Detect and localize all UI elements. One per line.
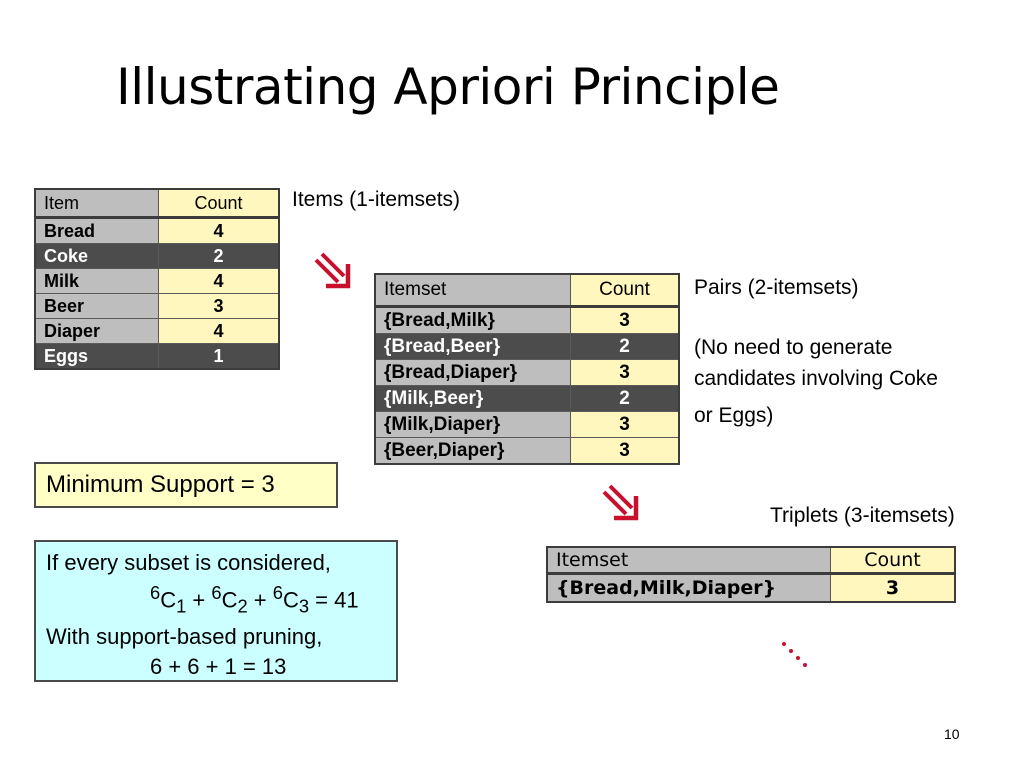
formula-c: C <box>160 587 177 613</box>
itemset-cell: {Milk,Beer} <box>374 385 571 412</box>
formula-n: 6 <box>150 582 161 603</box>
count-cell: 1 <box>158 343 280 370</box>
count-cell: 3 <box>158 293 280 319</box>
table-row: Diaper 4 <box>34 318 280 344</box>
count-cell: 3 <box>570 437 680 465</box>
table-row: {Bread,Diaper} 3 <box>374 359 680 386</box>
arrow-down-right-icon <box>314 252 351 289</box>
items-label: Items (1-itemsets) <box>292 188 461 211</box>
note-line-2: candidates involving Coke <box>694 367 938 390</box>
triplets-label: Triplets (3-itemsets) <box>770 504 955 527</box>
count-cell: 3 <box>830 573 956 603</box>
table-row: {Bread,Milk} 3 <box>374 306 680 334</box>
formula-k2: 2 <box>237 595 248 617</box>
formula-n: 6 <box>211 582 222 603</box>
table-row: Eggs 1 <box>34 343 280 370</box>
table-header: Itemset Count <box>546 546 956 574</box>
header-count: Count <box>570 273 680 307</box>
pairs-label: Pairs (2-itemsets) <box>694 276 859 299</box>
slide-title: Illustrating Apriori Principle <box>116 58 780 116</box>
table-row: {Beer,Diaper} 3 <box>374 437 680 465</box>
count-cell: 2 <box>570 385 680 412</box>
page-number: 10 <box>944 726 960 742</box>
count-cell: 3 <box>570 411 680 438</box>
table-header: Item Count <box>34 188 280 218</box>
table-row: Milk 4 <box>34 268 280 294</box>
pairs-table: Itemset Count {Bread,Milk} 3 {Bread,Beer… <box>374 273 680 465</box>
table-row: Bread 4 <box>34 217 280 244</box>
formula-c: C <box>282 587 299 613</box>
count-cell: 4 <box>158 318 280 344</box>
item-cell: Coke <box>34 243 159 269</box>
info-box: If every subset is considered, 6C1 + 6C2… <box>34 540 398 682</box>
header-item: Item <box>34 188 159 218</box>
formula-k3: 3 <box>298 595 310 617</box>
table-row: {Milk,Beer} 2 <box>374 385 680 412</box>
info-line-4: 6 + 6 + 1 = 13 <box>150 653 287 679</box>
min-support-box: Minimum Support = 3 <box>34 462 338 508</box>
itemset-cell: {Bread,Diaper} <box>374 359 571 386</box>
formula-eq: = <box>309 587 335 613</box>
triplets-table: Itemset Count {Bread,Milk,Diaper} 3 <box>546 546 956 603</box>
formula-plus: + <box>186 587 212 613</box>
item-cell: Diaper <box>34 318 159 344</box>
items-table: Item Count Bread 4 Coke 2 Milk 4 Beer 3 … <box>34 188 280 370</box>
ellipsis-diagonal-icon <box>782 642 807 667</box>
formula-plus: + <box>247 587 273 613</box>
itemset-cell: {Bread,Milk} <box>374 306 571 334</box>
itemset-cell: {Bread,Milk,Diaper} <box>546 573 831 603</box>
info-line-3: With support-based pruning, <box>46 623 323 649</box>
header-count: Count <box>830 546 956 574</box>
count-cell: 3 <box>570 359 680 386</box>
itemset-cell: {Bread,Beer} <box>374 333 571 360</box>
item-cell: Milk <box>34 268 159 294</box>
arrow-down-right-icon <box>602 484 639 521</box>
count-cell: 3 <box>570 306 680 334</box>
table-row: {Milk,Diaper} 3 <box>374 411 680 438</box>
formula-total: 41 <box>334 587 359 613</box>
note-line-1: (No need to generate <box>694 336 893 359</box>
count-cell: 2 <box>158 243 280 269</box>
count-cell: 2 <box>570 333 680 360</box>
count-cell: 4 <box>158 268 280 294</box>
table-header: Itemset Count <box>374 273 680 307</box>
header-itemset: Itemset <box>374 273 571 307</box>
itemset-cell: {Beer,Diaper} <box>374 437 571 465</box>
itemset-cell: {Milk,Diaper} <box>374 411 571 438</box>
count-cell: 4 <box>158 217 280 244</box>
table-row: Coke 2 <box>34 243 280 269</box>
item-cell: Beer <box>34 293 159 319</box>
table-row: {Bread,Milk,Diaper} 3 <box>546 573 956 603</box>
item-cell: Eggs <box>34 343 159 370</box>
header-count: Count <box>158 188 280 218</box>
table-row: {Bread,Beer} 2 <box>374 333 680 360</box>
combination-formula: 6C1 + 6C2 + 6C3 = 41 <box>46 578 396 622</box>
info-line-1: If every subset is considered, <box>46 550 331 575</box>
header-itemset: Itemset <box>546 546 831 574</box>
formula-k1: 1 <box>176 595 187 617</box>
note-line-3: or Eggs) <box>694 404 774 427</box>
table-row: Beer 3 <box>34 293 280 319</box>
formula-n: 6 <box>272 582 283 603</box>
item-cell: Bread <box>34 217 159 244</box>
formula-c: C <box>221 587 238 613</box>
